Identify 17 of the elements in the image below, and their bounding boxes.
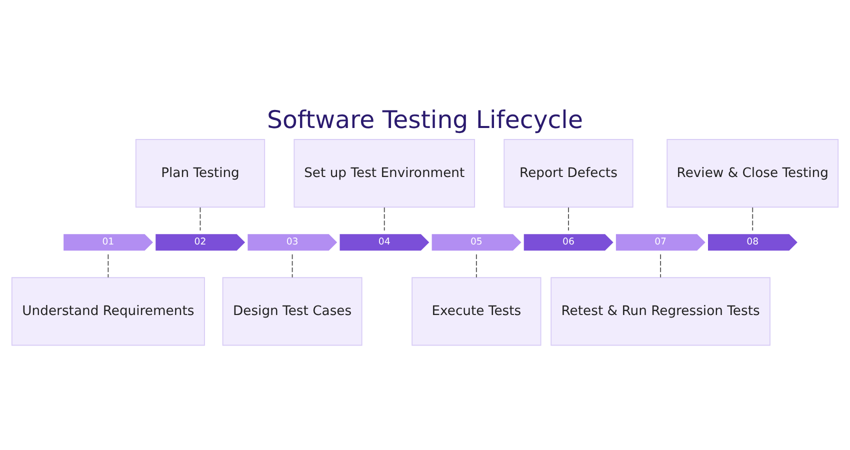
node-box: Report Defects: [504, 139, 634, 208]
diagram-title: Software Testing Lifecycle: [267, 105, 583, 134]
connector: [752, 207, 754, 231]
connector: [384, 207, 385, 231]
node-box: Design Test Cases: [222, 277, 362, 346]
connector: [568, 207, 569, 231]
node-box: Set up Test Environment: [294, 139, 476, 208]
connector: [108, 254, 109, 278]
connector: [292, 254, 293, 278]
connector: [200, 207, 201, 231]
node-box: Review & Close Testing: [666, 139, 839, 208]
node-box: Execute Tests: [412, 277, 542, 346]
connector: [476, 254, 477, 278]
node-box: Retest & Run Regression Tests: [550, 277, 770, 346]
connector: [660, 254, 662, 278]
node-box: Plan Testing: [135, 139, 266, 208]
node-box: Understand Requirements: [11, 277, 205, 346]
